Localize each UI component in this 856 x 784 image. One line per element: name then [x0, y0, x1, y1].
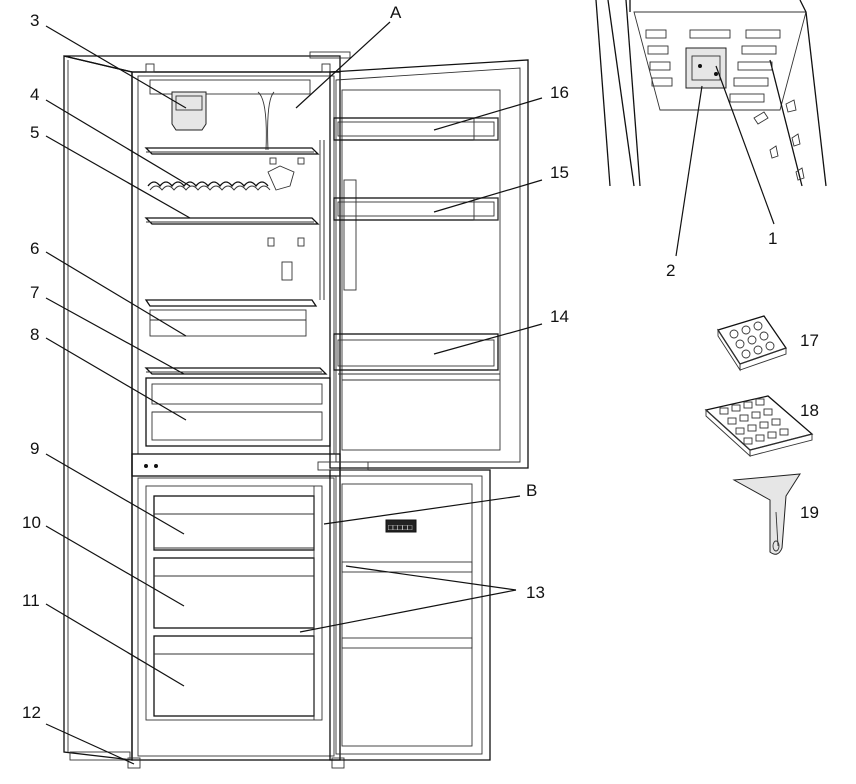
- fridge-interior: [144, 63, 331, 447]
- control-panel: □□□□□: [385, 519, 417, 533]
- callout-15: 15: [550, 163, 569, 182]
- callout-9: 9: [30, 439, 39, 458]
- callout-1: 1: [768, 229, 777, 248]
- glass-shelf-lower: [144, 299, 318, 337]
- callout-A: A: [390, 3, 402, 22]
- callout-16: 16: [550, 83, 569, 102]
- callout-3: 3: [30, 11, 39, 30]
- callout-B: B: [526, 481, 537, 500]
- callout-14: 14: [550, 307, 569, 326]
- callout-18: 18: [800, 401, 819, 420]
- callout-7: 7: [30, 283, 39, 302]
- fridge-cabinet: [63, 51, 351, 769]
- egg-tray: [716, 315, 788, 372]
- callout-5: 5: [30, 123, 39, 142]
- side-wall-details: [753, 99, 805, 181]
- callout-17: 17: [800, 331, 819, 350]
- glass-shelf-middle: [144, 217, 320, 225]
- ice-cube-tray: [704, 395, 814, 458]
- callout-12: 12: [22, 703, 41, 722]
- control-panel-label: □□□□□: [388, 523, 412, 532]
- callout-11: 11: [22, 591, 40, 610]
- door-balcony-upper: [333, 117, 499, 141]
- crisper-drawer: [145, 377, 331, 447]
- callout-4: 4: [30, 85, 39, 104]
- freezer-door-shelves: [341, 561, 473, 649]
- fridge-door: [323, 59, 529, 469]
- freezer-drawer-bottom: [153, 635, 315, 717]
- freezer-drawer-middle: [153, 557, 315, 629]
- crisper-cover: [144, 367, 328, 375]
- callout-13: 13: [526, 583, 545, 602]
- freezer-drawer-top: [153, 495, 315, 551]
- glass-shelf-upper: [144, 147, 320, 155]
- ice-scraper: [732, 473, 801, 555]
- callout-2: 2: [666, 261, 675, 280]
- callout-19: 19: [800, 503, 819, 522]
- ceiling-light-unit: [685, 47, 727, 89]
- callout-8: 8: [30, 325, 39, 344]
- freezer-door: □□□□□: [317, 461, 491, 761]
- leader-lines: [45, 21, 775, 765]
- callout-10: 10: [22, 513, 41, 532]
- callout-labels: 3 4 5 6 7 8 9 10 11 12 A 16 15 14 B 13 2…: [22, 3, 819, 722]
- shelf-supports: [267, 140, 325, 300]
- bottle-rack: [147, 165, 295, 191]
- door-balcony-middle: [333, 197, 499, 221]
- callout-6: 6: [30, 239, 39, 258]
- freezer-interior: [153, 486, 315, 720]
- door-balcony-bottle: [333, 333, 500, 375]
- light-cover: [171, 91, 207, 131]
- ceiling-inset: [595, 0, 827, 187]
